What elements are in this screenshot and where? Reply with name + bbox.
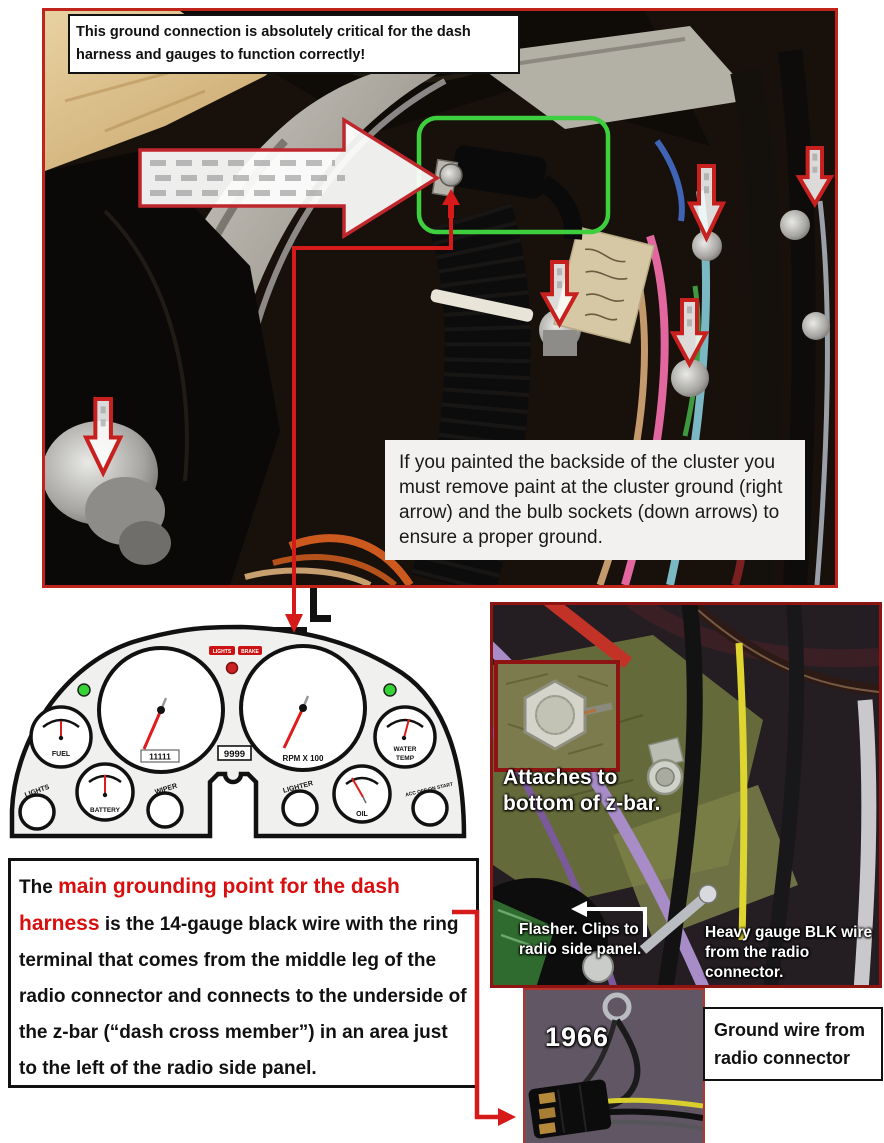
- fuel-gauge: FUEL: [29, 705, 93, 769]
- note-highlight: main grounding point for the dash harnes…: [19, 875, 400, 935]
- brake-indicator-label: BRAKE: [241, 649, 259, 655]
- blk-wire-label: Heavy gauge BLK wire from the radio conn…: [705, 924, 873, 981]
- right-arrow-icon: [138, 116, 441, 240]
- year-label: 1966: [545, 1022, 610, 1052]
- white-cable: [853, 699, 877, 985]
- trip-odometer-value: 9999: [224, 749, 245, 760]
- tach-label: RPM X 100: [283, 754, 324, 763]
- tape-label: [553, 226, 655, 344]
- black-cable: [763, 605, 805, 985]
- water-temp-label: WATER: [394, 746, 417, 753]
- ground-wire-label-text: Ground wire from radio connector: [714, 1020, 866, 1068]
- lighter-knob: [281, 789, 319, 827]
- tachometer: RPM X 100: [239, 644, 367, 772]
- zbar-photo-art: [493, 605, 879, 985]
- bulb-socket: [802, 312, 830, 340]
- callout-text: This ground connection is absolutely cri…: [76, 24, 471, 63]
- ring-terminal-inset-photo: [494, 660, 620, 772]
- ground-wire-label-box: Ground wire from radio connector: [703, 1007, 883, 1081]
- note-body: is the 14-gauge black wire with the ring…: [19, 914, 467, 1079]
- zbar-caption: Attaches to bottom of z-bar.: [503, 765, 660, 817]
- blue-wire: [654, 139, 685, 222]
- oil-label: OIL: [356, 811, 368, 818]
- wiper-knob: [146, 791, 184, 829]
- turn-signal-left: [77, 683, 91, 697]
- black-cable: [657, 605, 703, 985]
- ground-screw: [439, 163, 463, 187]
- yellow-wire: [735, 642, 748, 941]
- brake-indicator: [238, 646, 262, 655]
- right-arrowhead-icon: [498, 1108, 516, 1126]
- radio-connector-photo: 1966: [523, 988, 705, 1143]
- critical-ground-callout: This ground connection is absolutely cri…: [68, 14, 520, 74]
- lights-indicator: [209, 646, 235, 655]
- turn-signal-right: [383, 683, 397, 697]
- water-temp-gauge: WATER TEMP: [373, 705, 437, 769]
- red-cable: [543, 605, 633, 669]
- battery-gauge: BATTERY: [75, 762, 135, 822]
- zip-tie: [430, 289, 534, 322]
- ring-terminal: [602, 992, 632, 1022]
- bulb-socket: [780, 210, 810, 240]
- instrument-cluster-diagram: LIGHTS BRAKE 11111 9999: [5, 585, 475, 843]
- odometer-value: 11111: [149, 752, 171, 762]
- trip-odometer-box: [217, 745, 252, 761]
- paint-note-text: If you painted the backside of the clust…: [399, 452, 783, 548]
- lights-knob: [18, 793, 56, 831]
- ignition-knob: [411, 789, 449, 827]
- oil-gauge: OIL: [332, 764, 392, 824]
- battery-label: BATTERY: [90, 807, 121, 814]
- main-grounding-note: The main grounding point for the dash ha…: [8, 858, 479, 1088]
- high-beam-indicator: [225, 661, 239, 675]
- fuel-label: FUEL: [52, 751, 71, 758]
- radio-connector-plug: [528, 1079, 612, 1139]
- flasher-label: Flasher. Clips to radio side panel.: [519, 921, 642, 958]
- bulb-socket: [692, 231, 722, 261]
- chrome-rod: [639, 893, 709, 954]
- left-arrow-icon: [571, 901, 647, 937]
- zbar-photo: Attaches to bottom of z-bar. Flasher. Cl…: [490, 602, 882, 988]
- water-temp-label2: TEMP: [396, 755, 415, 762]
- lights-indicator-label: LIGHTS: [213, 649, 232, 655]
- zbar-caption-line1: Attaches to: [503, 766, 618, 789]
- radio-connector-art: [525, 990, 703, 1143]
- ground-connector: [451, 145, 547, 199]
- paint-note-box: If you painted the backside of the clust…: [385, 440, 805, 560]
- bulb-socket: [671, 359, 709, 397]
- note-lead: The: [19, 877, 59, 898]
- ring-terminal: [646, 736, 685, 796]
- speedometer: 11111: [97, 646, 225, 774]
- zbar-caption-line2: bottom of z-bar.: [503, 792, 661, 815]
